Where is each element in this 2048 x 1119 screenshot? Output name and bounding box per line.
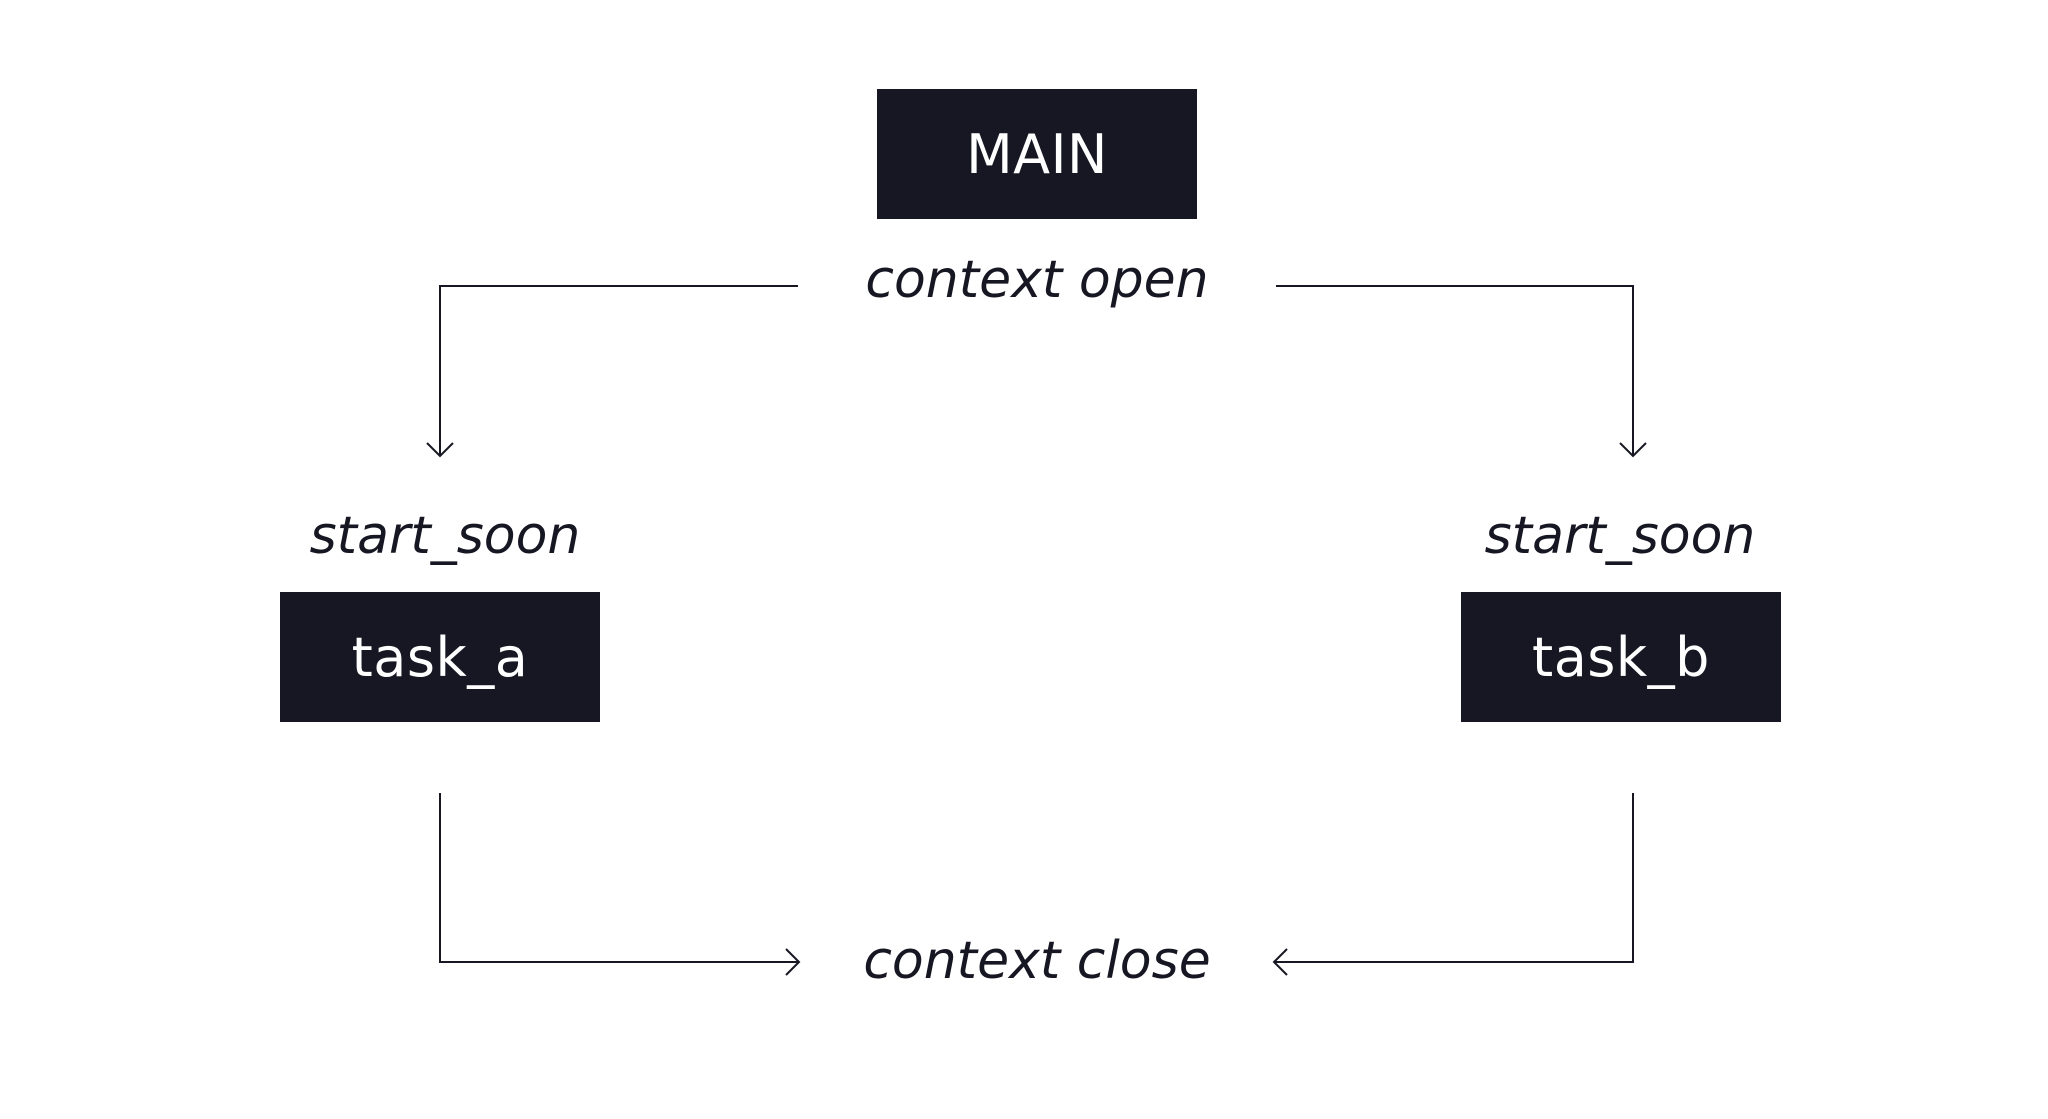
context-open-label: context open	[865, 250, 1209, 310]
arrow-task-a-to-close	[439, 793, 799, 963]
task-b-node: task_b	[1461, 592, 1781, 722]
main-node: MAIN	[877, 89, 1197, 219]
arrow-task-b-to-close	[1274, 793, 1634, 963]
arrowhead-close-left	[785, 948, 801, 976]
task-b-node-label: task_b	[1532, 625, 1710, 689]
arrowhead-close-right	[1272, 948, 1288, 976]
start-soon-label-a: start_soon	[309, 506, 581, 566]
start-soon-label-b: start_soon	[1484, 506, 1756, 566]
context-close-label: context close	[863, 931, 1211, 991]
arrowhead-task-b	[1619, 442, 1647, 458]
arrow-open-to-task-a	[439, 285, 798, 456]
arrow-open-to-task-b	[1276, 285, 1634, 456]
task-a-node: task_a	[280, 592, 600, 722]
task-a-node-label: task_a	[351, 625, 529, 689]
arrowhead-task-a	[426, 442, 454, 458]
main-node-label: MAIN	[966, 122, 1108, 186]
